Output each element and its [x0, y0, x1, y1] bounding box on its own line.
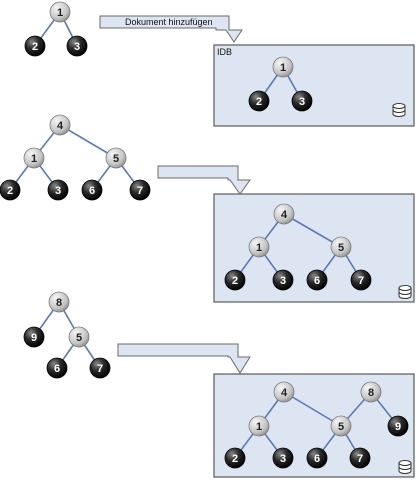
tree-node-9: 9 [387, 415, 409, 437]
tree-node-label: 6 [54, 363, 60, 375]
add-document-arrow: Dokument hinzufügen [99, 15, 243, 43]
tree-node-label: 1 [57, 7, 63, 19]
tree-node-label: 1 [31, 153, 37, 165]
database-icon [398, 460, 412, 474]
tree-node-label: 1 [256, 421, 262, 433]
tree-node-1: 1 [248, 415, 270, 437]
tree-node-label: 3 [74, 41, 80, 53]
tree-node-label: 7 [137, 185, 143, 197]
tree-node-6: 6 [81, 179, 103, 201]
tree-node-6: 6 [46, 357, 68, 379]
tree-node-label: 9 [31, 332, 37, 344]
tree-node-label: 1 [256, 242, 262, 254]
tree-node-5: 5 [68, 326, 90, 348]
idb-panel-label: IDB [217, 47, 232, 57]
tree-node-label: 4 [57, 120, 64, 132]
tree-2: 4 1 5 2 3 6 7 [0, 114, 151, 201]
tree-node-label: 5 [76, 332, 82, 344]
add-document-label: Dokument hinzufügen [125, 17, 213, 27]
tree-node-label: 2 [7, 185, 13, 197]
tree-node-7: 7 [89, 357, 111, 379]
tree-node-1: 1 [23, 147, 45, 169]
tree-node-label: 8 [368, 387, 374, 399]
tree-node-5: 5 [105, 147, 127, 169]
database-icon [398, 285, 412, 299]
tree-node-label: 2 [256, 96, 262, 108]
tree-node-6: 6 [306, 269, 328, 291]
tree-node-label: 4 [281, 209, 288, 221]
idb-panel-1: IDB [213, 44, 415, 127]
tree-node-2: 2 [248, 90, 270, 112]
tree-node-2: 2 [224, 447, 246, 469]
tree-node-label: 6 [314, 275, 320, 287]
database-icon [392, 103, 406, 117]
idb-tree-3: 4 8 1 5 9 2 3 6 7 [224, 381, 409, 469]
tree-node-3: 3 [272, 269, 294, 291]
tree-node-1: 1 [248, 236, 270, 258]
tree-node-label: 6 [314, 453, 320, 465]
tree-node-label: 7 [97, 363, 103, 375]
tree-node-label: 5 [338, 421, 344, 433]
idb-tree-1: 1 2 3 [248, 56, 313, 112]
tree-node-label: 9 [395, 421, 401, 433]
tree-1: 1 2 3 [24, 1, 88, 57]
tree-node-label: 7 [357, 453, 363, 465]
tree-node-7: 7 [349, 447, 371, 469]
tree-node-7: 7 [350, 269, 372, 291]
tree-node-1: 1 [272, 56, 294, 78]
tree-edge [283, 391, 342, 427]
tree-node-3: 3 [272, 447, 294, 469]
tree-node-2: 2 [224, 269, 246, 291]
tree-node-label: 2 [232, 275, 238, 287]
tree-node-4: 4 [273, 203, 295, 225]
tree-edge [283, 213, 342, 248]
idb-tree-2: 4 1 5 2 3 6 7 [224, 203, 372, 291]
tree-node-label: 3 [280, 275, 286, 287]
tree-edge [59, 124, 117, 159]
tree-node-3: 3 [66, 35, 88, 57]
tree-node-3: 3 [47, 179, 69, 201]
tree-node-8: 8 [48, 291, 70, 313]
tree-node-4: 4 [273, 381, 295, 403]
tree-node-label: 2 [232, 453, 238, 465]
tree-3: 8 9 5 6 7 [23, 291, 111, 379]
tree-node-8: 8 [360, 381, 382, 403]
arrow-right-down [157, 165, 251, 195]
tree-node-label: 6 [89, 185, 95, 197]
tree-node-label: 3 [55, 185, 61, 197]
tree-node-4: 4 [49, 114, 71, 136]
tree-node-label: 7 [358, 275, 364, 287]
tree-node-label: 8 [56, 297, 62, 309]
tree-node-3: 3 [291, 90, 313, 112]
tree-node-6: 6 [306, 447, 328, 469]
tree-node-label: 1 [280, 62, 286, 74]
tree-node-2: 2 [0, 179, 21, 201]
tree-node-1: 1 [49, 1, 71, 23]
tree-node-label: 2 [32, 41, 38, 53]
tree-node-9: 9 [23, 326, 45, 348]
tree-node-2: 2 [24, 35, 46, 57]
tree-node-label: 5 [338, 242, 344, 254]
tree-node-5: 5 [330, 415, 352, 437]
tree-node-label: 3 [299, 96, 305, 108]
arrow-right-down [117, 343, 251, 374]
tree-node-label: 5 [113, 153, 119, 165]
tree-node-label: 4 [281, 387, 288, 399]
tree-node-label: 3 [280, 453, 286, 465]
tree-node-5: 5 [330, 236, 352, 258]
tree-node-7: 7 [129, 179, 151, 201]
